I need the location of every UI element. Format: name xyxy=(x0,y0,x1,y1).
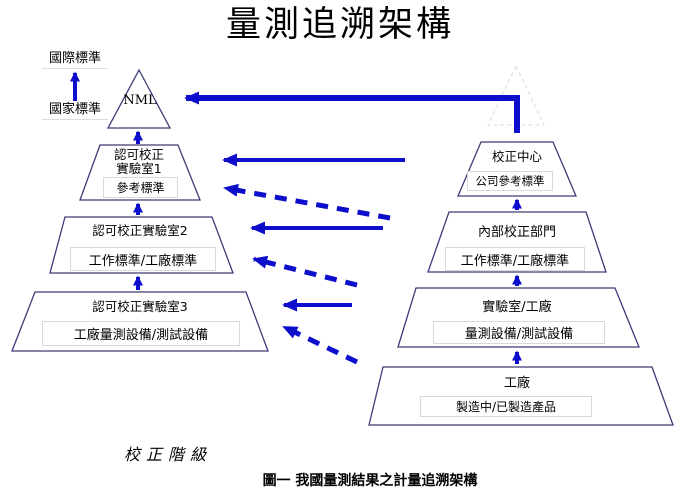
left-level1-standard-box: 參考標準 xyxy=(103,177,178,198)
left-level1-title-line1: 認可校正 xyxy=(113,147,164,162)
right-level2-title: 內部校正部門 xyxy=(477,225,556,240)
right-level4-standard-box: 製造中/已製造產品 xyxy=(420,396,592,417)
figure-caption: 圖一 我國量測結果之計量追溯架構 xyxy=(262,473,478,489)
arrow-calcenter-to-nml xyxy=(184,91,520,133)
right-level3-title: 實驗室/工廠 xyxy=(482,300,552,315)
page-title: 量測追溯架構 xyxy=(225,5,454,45)
left-level1-title-line2: 實驗室1 xyxy=(116,161,162,177)
dashed-arrow-to-left1 xyxy=(223,183,391,221)
right-level2-standard-box: 工作標準/工廠標準 xyxy=(445,247,585,271)
left-level2-title: 認可校正實驗室2 xyxy=(92,223,188,238)
international-standard-label: 國際標準 xyxy=(42,51,108,69)
calibration-hierarchy-label: 校正階級 xyxy=(124,445,213,464)
right-level3-standard-box: 量測設備/測試設備 xyxy=(433,321,605,344)
left-level2-standard-box: 工作標準/工廠標準 xyxy=(70,247,216,271)
nml-apex-label: NML xyxy=(123,93,157,108)
dashed-arrow-to-left3 xyxy=(282,324,359,365)
national-standard-label: 國家標準 xyxy=(42,102,108,120)
left-level1-title: 認可校正 實驗室1 xyxy=(93,147,185,177)
right-level1-standard-box: 公司參考標準 xyxy=(467,171,553,191)
right-level4-title: 工廠 xyxy=(503,376,530,391)
dashed-arrow-to-left2 xyxy=(252,255,358,288)
left-level3-standard-box: 工廠量測設備/測試設備 xyxy=(42,321,240,346)
nml-triangle-shape xyxy=(106,68,172,129)
left-level3-title: 認可校正實驗室3 xyxy=(92,299,188,314)
right-level1-title: 校正中心 xyxy=(491,149,542,164)
